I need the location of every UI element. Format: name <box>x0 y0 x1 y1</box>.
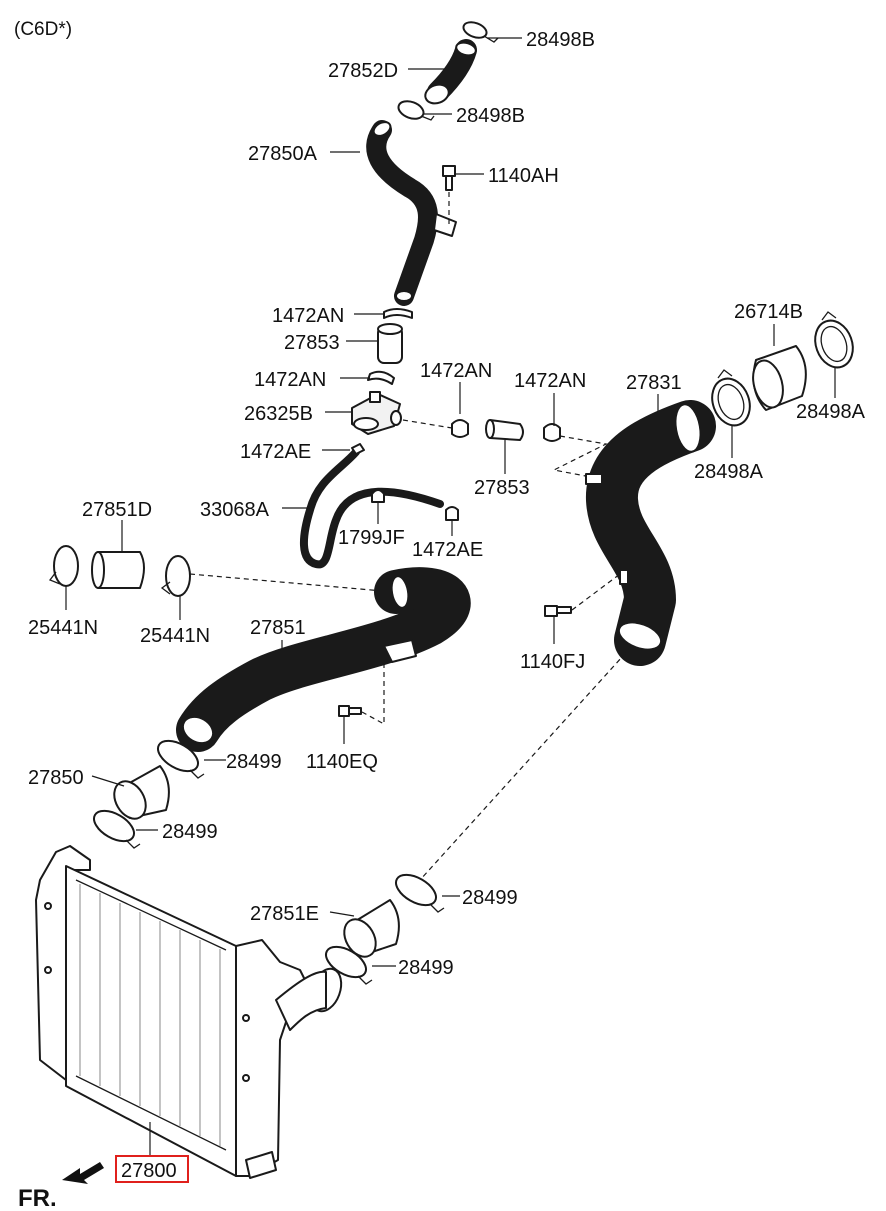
label-28499-2: 28499 <box>162 821 218 843</box>
hose-27853-1 <box>377 323 403 364</box>
label-27800[interactable]: 27800 <box>121 1160 177 1182</box>
label-1472ae-1: 1472AE <box>240 441 311 463</box>
label-27852d: 27852D <box>328 60 398 82</box>
leader-dashed-to-28499 <box>419 645 633 881</box>
leader-dashed-27851 <box>189 573 395 593</box>
label-27850a: 27850A <box>248 143 318 165</box>
hose-26714b <box>752 345 807 411</box>
highlight-box <box>115 1155 189 1183</box>
highlighted-part-27800[interactable]: 27800 <box>115 1155 189 1183</box>
valve-26325b <box>351 391 402 435</box>
clip-1472an-3 <box>451 382 469 438</box>
label-26714b: 26714B <box>734 301 803 323</box>
clamp-28499-1 <box>157 739 205 779</box>
label-27831: 27831 <box>626 372 682 394</box>
hose-27851d <box>91 551 145 589</box>
hose-27853-2 <box>485 419 524 441</box>
clamp-28498b-2 <box>397 100 435 121</box>
label-27850: 27850 <box>28 767 84 789</box>
bolt-1140fj <box>544 573 621 617</box>
part-labels: 28498B 27852D 28498B 27850A 1140AH 1472A… <box>28 29 866 979</box>
front-marker: FR. <box>18 1185 57 1211</box>
label-1472an-3: 1472AN <box>420 360 492 382</box>
label-28499-3: 28499 <box>462 887 518 909</box>
variant-code: (C6D*) <box>14 19 72 40</box>
label-27851d: 27851D <box>82 499 152 521</box>
hose-27850 <box>113 765 170 820</box>
bolt-1140ah <box>442 165 456 224</box>
label-1799jf: 1799JF <box>338 527 405 549</box>
clamp-28499-4 <box>325 945 373 985</box>
label-26325b: 26325B <box>244 403 313 425</box>
intercooler-27800 <box>35 845 343 1179</box>
pipe-27850a <box>366 120 457 306</box>
label-1472an-4: 1472AN <box>514 370 586 392</box>
label-1472ae-2: 1472AE <box>412 539 483 561</box>
hose-27852d <box>424 39 477 105</box>
label-28498a-2: 28498A <box>796 401 866 423</box>
label-28498b-2: 28498B <box>456 105 525 127</box>
label-27853-1: 27853 <box>284 332 340 354</box>
leader-lines <box>65 37 836 1156</box>
clamp-28499-2 <box>93 809 141 849</box>
label-1472an-1: 1472AN <box>272 305 344 327</box>
leader-dashed-pipe-27831 <box>552 435 608 479</box>
clip-1472an-4 <box>543 423 561 442</box>
clip-1472an-2 <box>367 370 395 385</box>
clamp-28498a-2 <box>814 311 854 369</box>
label-28499-1: 28499 <box>226 751 282 773</box>
label-28498b-top: 28498B <box>526 29 595 51</box>
clamp-25441n-1 <box>48 545 79 587</box>
label-27851: 27851 <box>250 617 306 639</box>
label-28498a-1: 28498A <box>694 461 764 483</box>
hose-33068a <box>299 443 444 569</box>
label-28499-4: 28499 <box>398 957 454 979</box>
label-1140fj: 1140FJ <box>520 651 585 673</box>
pipe-27851 <box>176 567 471 752</box>
label-25441n-2: 25441N <box>140 625 210 647</box>
label-1140ah: 1140AH <box>488 165 559 187</box>
clip-1472an-1 <box>383 308 413 319</box>
hose-27851e <box>343 899 400 958</box>
label-1472an-2: 1472AN <box>254 369 326 391</box>
pipe-27831 <box>585 400 716 666</box>
label-27851e: 27851E <box>250 903 319 925</box>
front-arrow-icon <box>62 1162 104 1184</box>
label-1140eq: 1140EQ <box>306 751 378 773</box>
leader-dashed-valve <box>402 419 453 429</box>
clamp-28499-3 <box>395 873 445 913</box>
label-33068a: 33068A <box>200 499 270 521</box>
clip-1799jf <box>371 489 385 503</box>
clip-1472ae-2 <box>445 506 459 521</box>
clamp-28498a-1 <box>711 369 751 427</box>
label-25441n-1: 25441N <box>28 617 98 639</box>
clamp-25441n-2 <box>160 555 191 597</box>
label-27853-2: 27853 <box>474 477 530 499</box>
